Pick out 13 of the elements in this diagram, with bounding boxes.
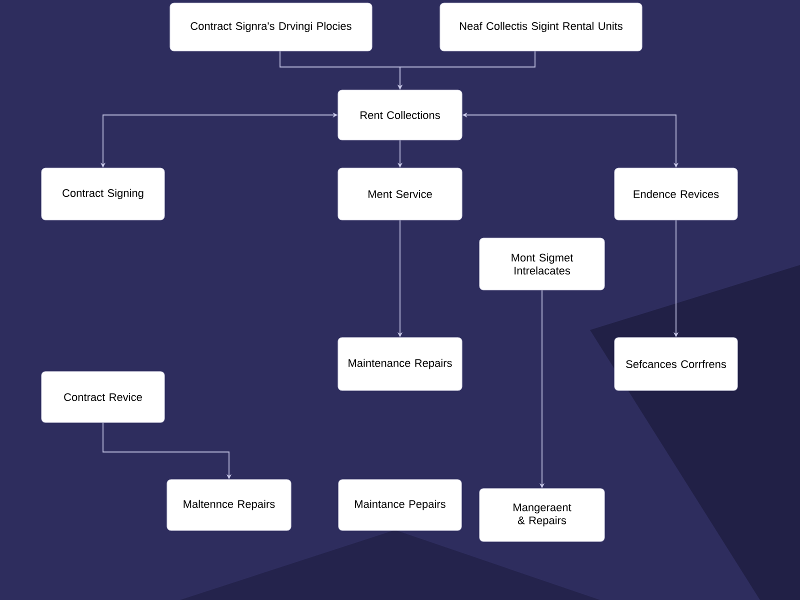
process-box: Neaf Collectis Sigint Rental Units — [440, 2, 642, 52]
process-box: Mangeraent & Repairs — [479, 488, 605, 542]
process-box: Maltennce Repairs — [166, 479, 292, 531]
process-box: Contract Signra's Drvingi Plocies — [170, 2, 372, 52]
process-box: Contract Revice — [41, 371, 165, 423]
process-box: Maintenance Repairs — [338, 337, 462, 391]
process-box: Mont Sigmet Intrelacates — [479, 238, 605, 290]
process-box: Ment Service — [338, 168, 462, 220]
process-box: Rent Collections — [338, 90, 462, 140]
process-box: Contract Signing — [41, 168, 165, 220]
process-box: Maintance Pepairs — [338, 479, 462, 531]
process-box: Sefcances Corrfrens — [614, 337, 738, 391]
process-box: Endence Revices — [614, 168, 738, 220]
